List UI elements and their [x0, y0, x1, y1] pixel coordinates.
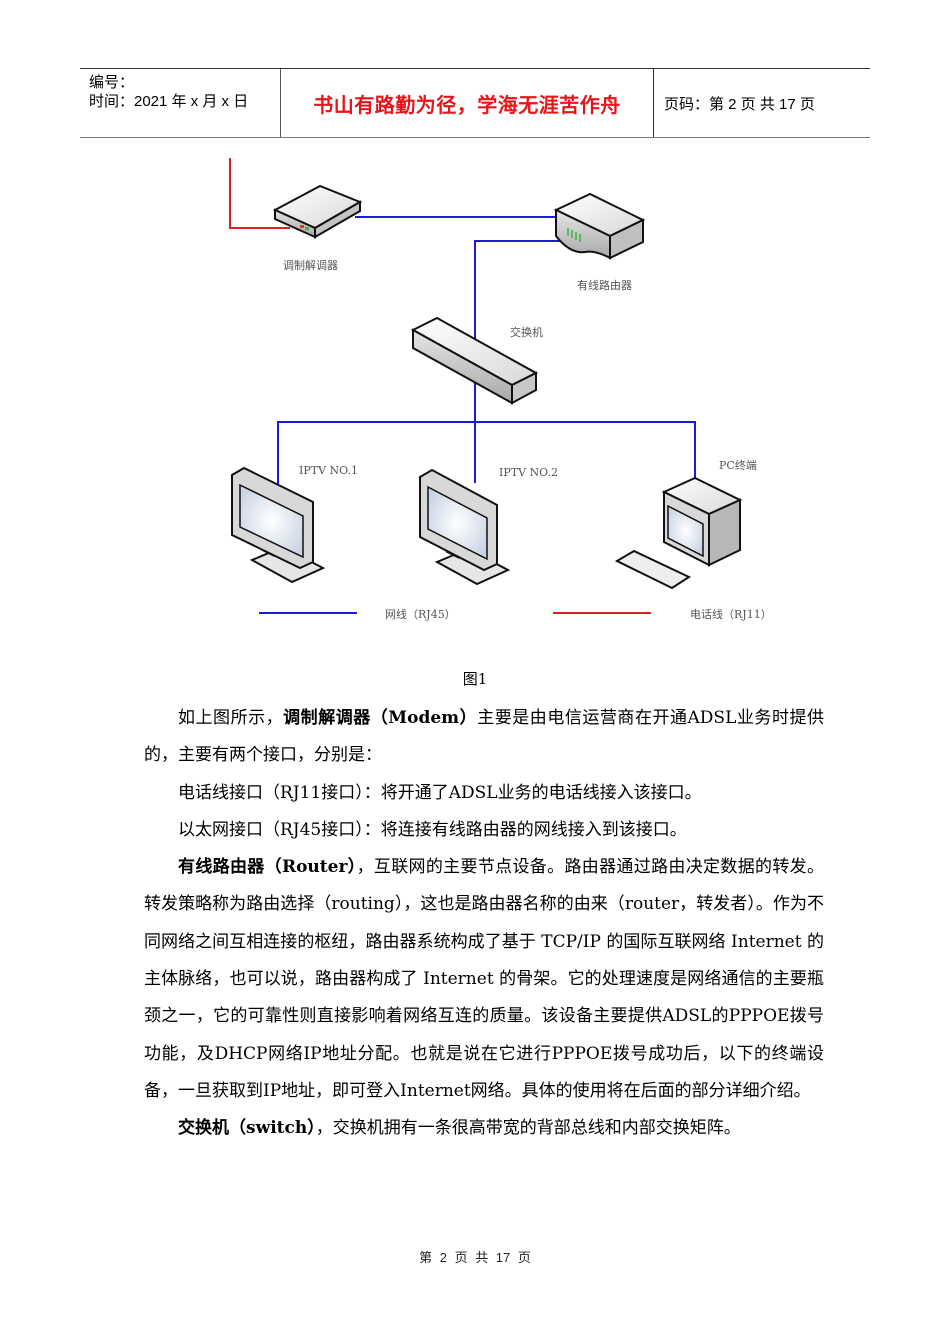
- paragraph-modem: 如上图所示，调制解调器（Modem）主要是由电信运营商在开通ADSL业务时提供的…: [144, 700, 824, 775]
- page-header-table: 编号： 时间：2021 年 x 月 x 日 书山有路勤为径，学海无涯苦作舟 页码…: [80, 68, 870, 138]
- paragraph-router: 有线路由器（Router），互联网的主要节点设备。路由器通过路由决定数据的转发。…: [144, 849, 824, 1110]
- header-page-info: 页码：第 2 页 共 17 页: [664, 95, 815, 113]
- paragraph-rj45: 以太网接口（RJ45接口）：将连接有线路由器的网线接入到该接口。: [178, 819, 687, 840]
- router-device: [553, 192, 646, 260]
- modem-device: [272, 184, 363, 239]
- paragraph-switch: 交换机（switch），交换机拥有一条很高带宽的背部总线和内部交换矩阵。: [144, 1110, 824, 1147]
- paragraph-modem-intro: 如上图所示，: [178, 708, 284, 728]
- legend-network-label: 网线（RJ45）: [385, 608, 456, 621]
- paragraph-switch-text: ，交换机拥有一条很高带宽的背部总线和内部交换矩阵。: [315, 1118, 741, 1139]
- label-iptv2: IPTV NO.2: [499, 466, 559, 479]
- label-modem: 调制解调器: [283, 259, 338, 272]
- serial-number-label: 编号：: [89, 74, 135, 91]
- figure-caption: 图1: [462, 670, 488, 688]
- date-line: 时间：2021 年 x 月 x 日: [89, 93, 249, 110]
- paragraph-modem-text: 主要是由电信运营商在开通ADSL业务时提供的，主要有两个接口，分别是：: [144, 708, 824, 766]
- label-iptv1: IPTV NO.1: [299, 464, 359, 477]
- term-switch: 交换机（switch）: [178, 1118, 316, 1139]
- page-footer: 第 2 页 共 17 页: [419, 1250, 531, 1265]
- switch-device: [410, 316, 539, 405]
- network-diagram: 调制解调器 有线路由器 交换机 IPTV NO.1 IPTV NO.2 PC终端…: [0, 150, 950, 640]
- router-switch-cable: [474, 240, 568, 340]
- header-meta-cell: 编号： 时间：2021 年 x 月 x 日: [80, 69, 281, 137]
- term-modem: 调制解调器（Modem）: [283, 708, 478, 728]
- label-router: 有线路由器: [577, 279, 632, 292]
- label-switch: 交换机: [510, 326, 543, 339]
- iptv1-device: [231, 466, 326, 584]
- header-motto: 书山有路勤为径，学海无涯苦作舟: [281, 69, 654, 137]
- label-pc: PC终端: [719, 459, 757, 472]
- body-text: 如上图所示，调制解调器（Modem）主要是由电信运营商在开通ADSL业务时提供的…: [144, 700, 824, 1148]
- pc-device: [614, 476, 743, 590]
- network-diagram-svg: [229, 158, 743, 614]
- distribution-bus: [277, 421, 696, 470]
- paragraph-rj11: 电话线接口（RJ11接口）：将开通了ADSL业务的电话线接入该接口。: [178, 782, 702, 803]
- paragraph-router-text: ，互联网的主要节点设备。路由器通过路由决定数据的转发。转发策略称为路由选择（ro…: [144, 857, 825, 1101]
- legend-phone-label: 电话线（RJ11）: [690, 608, 772, 621]
- iptv2-device: [419, 468, 511, 586]
- term-router: 有线路由器（Router）: [178, 857, 357, 878]
- phone-line: [229, 158, 290, 229]
